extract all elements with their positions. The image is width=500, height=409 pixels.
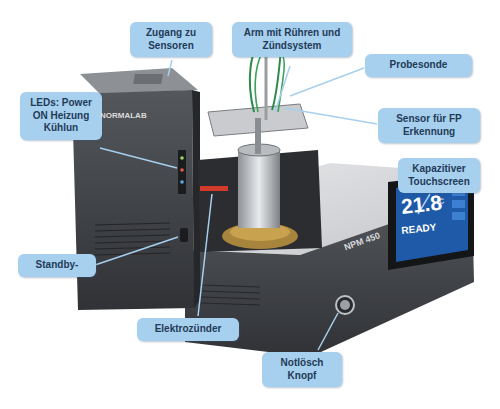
- callout-text: Standby-: [23, 259, 91, 272]
- callout-text: Arm mit Rühren und Zündsystem: [237, 27, 347, 52]
- callout-text: Zugang zu Sensoren: [135, 27, 207, 52]
- callout-text: Elektrozünder: [142, 323, 234, 336]
- callout-box: Kapazitiver Touchscreen: [398, 158, 480, 193]
- callout-text: LEDs: Power ON Heizung Kühlun: [25, 97, 97, 135]
- label-logo-text: NORMALAB: [100, 112, 147, 120]
- callout-text: Kapazitiver Touchscreen: [403, 163, 475, 188]
- callout-box: Zugang zu Sensoren: [130, 22, 212, 57]
- callout-box: Elektrozünder: [137, 318, 239, 341]
- callout-text: Sensor für FP Erkennung: [383, 113, 475, 138]
- callout-box: LEDs: Power ON Heizung Kühlun: [20, 92, 102, 140]
- callout-box: Notlösch Knopf: [262, 352, 342, 387]
- callout-text: Probesonde: [370, 59, 467, 72]
- callout-box: Arm mit Rühren und Zündsystem: [232, 22, 352, 57]
- callout-box: Probesonde: [365, 54, 472, 77]
- display-unit: °C: [436, 197, 445, 205]
- callout-text: Notlösch Knopf: [267, 357, 337, 382]
- callout-box: Sensor für FP Erkennung: [378, 108, 480, 143]
- callout-box: Standby-: [18, 254, 96, 277]
